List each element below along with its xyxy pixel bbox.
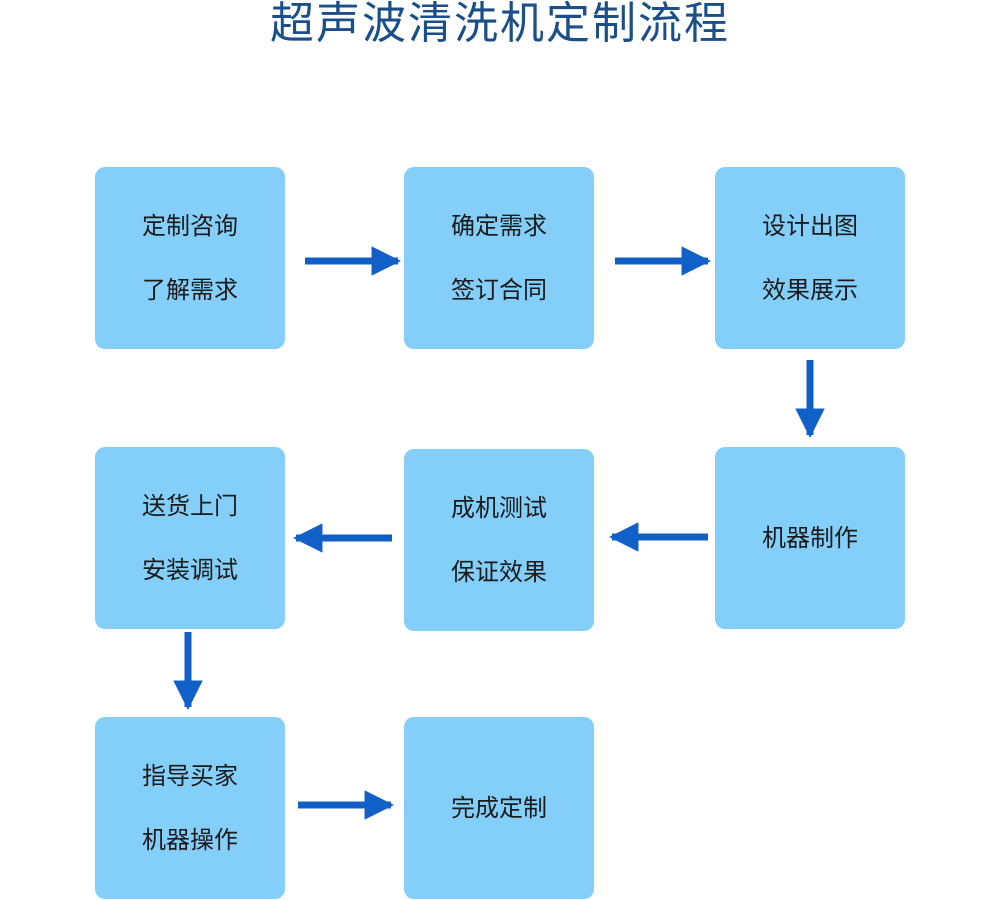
step-label: 送货上门 [142, 492, 238, 520]
page-title: 超声波清洗机定制流程 [270, 0, 730, 49]
step-box-testing: 成机测试 保证效果 [404, 449, 594, 631]
step-label: 完成定制 [451, 794, 547, 822]
step-box-training: 指导买家 机器操作 [95, 717, 285, 899]
step-box-complete: 完成定制 [404, 717, 594, 899]
step-box-contract: 确定需求 签订合同 [404, 167, 594, 349]
step-box-manufacture: 机器制作 [715, 447, 905, 629]
step-label: 了解需求 [142, 276, 238, 304]
step-label: 效果展示 [762, 276, 858, 304]
step-label: 成机测试 [451, 494, 547, 522]
step-label: 定制咨询 [142, 212, 238, 240]
step-label: 保证效果 [451, 558, 547, 586]
step-label: 确定需求 [451, 212, 547, 240]
step-label: 机器操作 [142, 826, 238, 854]
step-label: 设计出图 [762, 212, 858, 240]
step-label: 安装调试 [142, 556, 238, 584]
step-box-design: 设计出图 效果展示 [715, 167, 905, 349]
step-label: 机器制作 [762, 524, 858, 552]
step-box-delivery: 送货上门 安装调试 [95, 447, 285, 629]
step-box-consult: 定制咨询 了解需求 [95, 167, 285, 349]
step-label: 签订合同 [451, 276, 547, 304]
step-label: 指导买家 [142, 762, 238, 790]
